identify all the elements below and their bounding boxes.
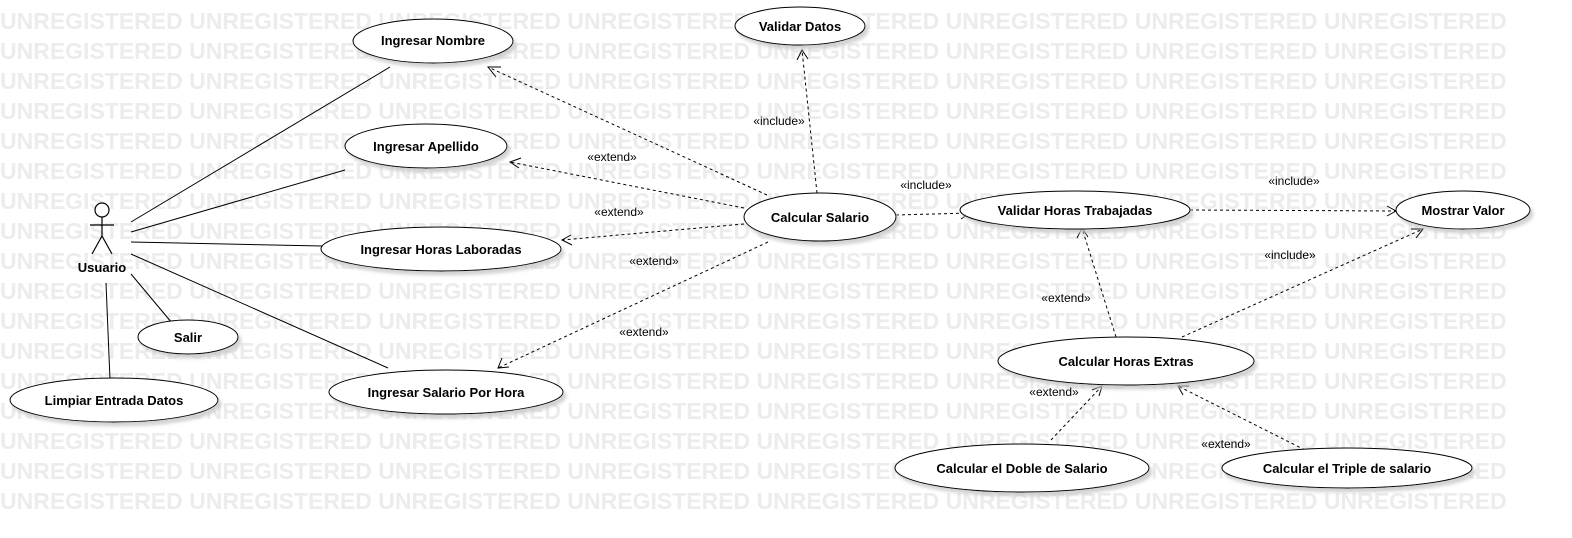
actor-leg-left <box>91 235 103 255</box>
use-case-label: Calcular el Doble de Salario <box>936 461 1107 476</box>
dep-extend-doble <box>1050 385 1103 441</box>
label-extend-extras-validar: «extend» <box>1041 291 1091 305</box>
label-include-extras-mostrar: «include» <box>1264 248 1316 262</box>
arrow-extras-mostrar <box>1411 228 1425 239</box>
use-case-validar-datos[interactable]: Validar Datos <box>734 6 866 46</box>
arrow-doble <box>1091 385 1103 397</box>
use-case-label: Limpiar Entrada Datos <box>45 393 184 408</box>
associations <box>105 66 391 381</box>
actor-leg-right <box>101 235 113 255</box>
label-extend-salario: «extend» <box>619 325 669 339</box>
dependencies <box>487 49 1424 451</box>
actor-usuario[interactable] <box>90 202 114 255</box>
arrow-apellido <box>508 157 522 169</box>
dep-include-validar-horas <box>895 212 971 216</box>
use-case-label: Calcular el Triple de salario <box>1263 461 1431 476</box>
use-case-label: Ingresar Horas Laboradas <box>360 242 521 257</box>
arrow-extras-validar <box>1076 227 1089 239</box>
use-case-label: Salir <box>174 330 202 345</box>
use-case-ingresar-nombre[interactable]: Ingresar Nombre <box>352 18 514 64</box>
use-case-calcular-doble[interactable]: Calcular el Doble de Salario <box>894 443 1150 493</box>
use-case-ingresar-apellido[interactable]: Ingresar Apellido <box>344 123 508 169</box>
arrow-triple <box>1177 385 1189 396</box>
arrow-salario <box>497 357 510 369</box>
label-extend-apellido: «extend» <box>594 205 644 219</box>
assoc-ingresar-nombre <box>130 66 391 223</box>
dep-include-extras-mostrar <box>1181 228 1424 338</box>
use-case-label: Validar Datos <box>759 19 841 34</box>
label-include-validar-horas: «include» <box>900 178 952 192</box>
use-case-label: Validar Horas Trabajadas <box>998 203 1153 218</box>
use-case-limpiar[interactable]: Limpiar Entrada Datos <box>9 377 219 423</box>
assoc-ingresar-salario <box>130 253 389 369</box>
dep-include-mostrar-valor <box>1189 209 1397 212</box>
label-extend-nombre: «extend» <box>587 150 637 164</box>
label-extend-horas: «extend» <box>629 254 679 268</box>
use-case-validar-horas[interactable]: Validar Horas Trabajadas <box>959 190 1191 230</box>
label-extend-triple: «extend» <box>1201 437 1251 451</box>
use-case-calcular-triple[interactable]: Calcular el Triple de salario <box>1221 447 1473 489</box>
actor-label: Usuario <box>78 260 126 275</box>
use-case-mostrar-valor[interactable]: Mostrar Valor <box>1395 190 1531 230</box>
assoc-limpiar <box>105 282 111 381</box>
label-extend-doble: «extend» <box>1029 385 1079 399</box>
use-case-label: Ingresar Nombre <box>381 33 485 48</box>
dep-extend-extras-validar <box>1081 227 1117 338</box>
use-case-ingresar-horas[interactable]: Ingresar Horas Laboradas <box>320 226 562 272</box>
use-case-ingresar-salario[interactable]: Ingresar Salario Por Hora <box>328 369 564 415</box>
assoc-salir <box>130 273 173 324</box>
arrow-validar-datos <box>796 49 809 61</box>
use-case-calcular-extras[interactable]: Calcular Horas Extras <box>997 336 1255 386</box>
use-case-calcular-salario[interactable]: Calcular Salario <box>743 192 897 242</box>
use-case-label: Ingresar Apellido <box>373 139 479 154</box>
label-include-mostrar-valor: «include» <box>1268 174 1320 188</box>
use-case-label: Calcular Horas Extras <box>1058 354 1193 369</box>
assoc-ingresar-horas <box>130 241 323 247</box>
use-case-salir[interactable]: Salir <box>137 319 239 355</box>
dep-extend-salario <box>497 241 769 369</box>
arrowheads <box>486 49 1425 397</box>
arrow-nombre <box>486 66 501 78</box>
stereotype-labels: «include» «extend» «extend» «extend» «ex… <box>587 114 1320 451</box>
label-include-validar-datos: «include» <box>753 114 805 128</box>
arrow-horas <box>560 234 573 246</box>
actor-head <box>94 202 110 218</box>
use-case-label: Mostrar Valor <box>1421 203 1504 218</box>
use-case-label: Ingresar Salario Por Hora <box>368 385 526 400</box>
dep-extend-nombre <box>487 66 768 196</box>
dep-extend-horas <box>561 223 745 241</box>
dep-extend-apellido <box>509 161 745 209</box>
use-case-label: Calcular Salario <box>771 210 869 225</box>
assoc-ingresar-apellido <box>130 169 346 233</box>
